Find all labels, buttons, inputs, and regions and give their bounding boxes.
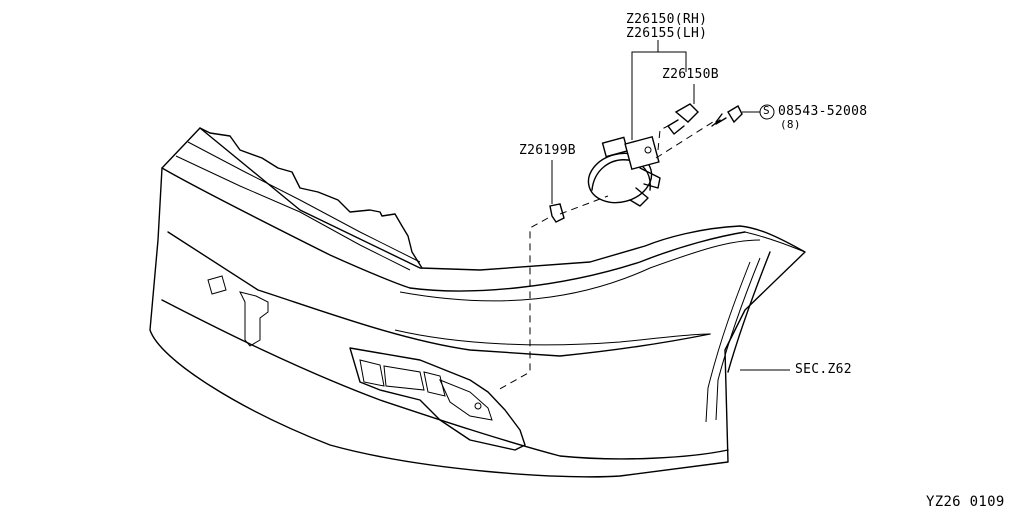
leader-lines (497, 40, 790, 391)
front-bumper (149, 127, 806, 478)
fog-lamp-bulb (667, 103, 699, 135)
bracket-clip (549, 203, 565, 223)
label-screw-part: 08543-52008 (778, 104, 868, 119)
label-bracket: Z26199B (519, 143, 576, 158)
screw (711, 105, 743, 127)
fog-lamp (587, 135, 661, 207)
label-bulb: Z26150B (662, 67, 719, 82)
label-screw-qty: (8) (780, 118, 801, 131)
label-lamp-rh: Z26150(RH) (626, 12, 708, 27)
label-lamp-lh: Z26155(LH) (626, 26, 708, 41)
s-symbol-ring (759, 104, 775, 120)
label-screw-symbol: S (763, 104, 770, 117)
diagram-id: YZ26 0109 (926, 494, 1005, 510)
label-sec-ref: SEC.Z62 (795, 362, 852, 377)
